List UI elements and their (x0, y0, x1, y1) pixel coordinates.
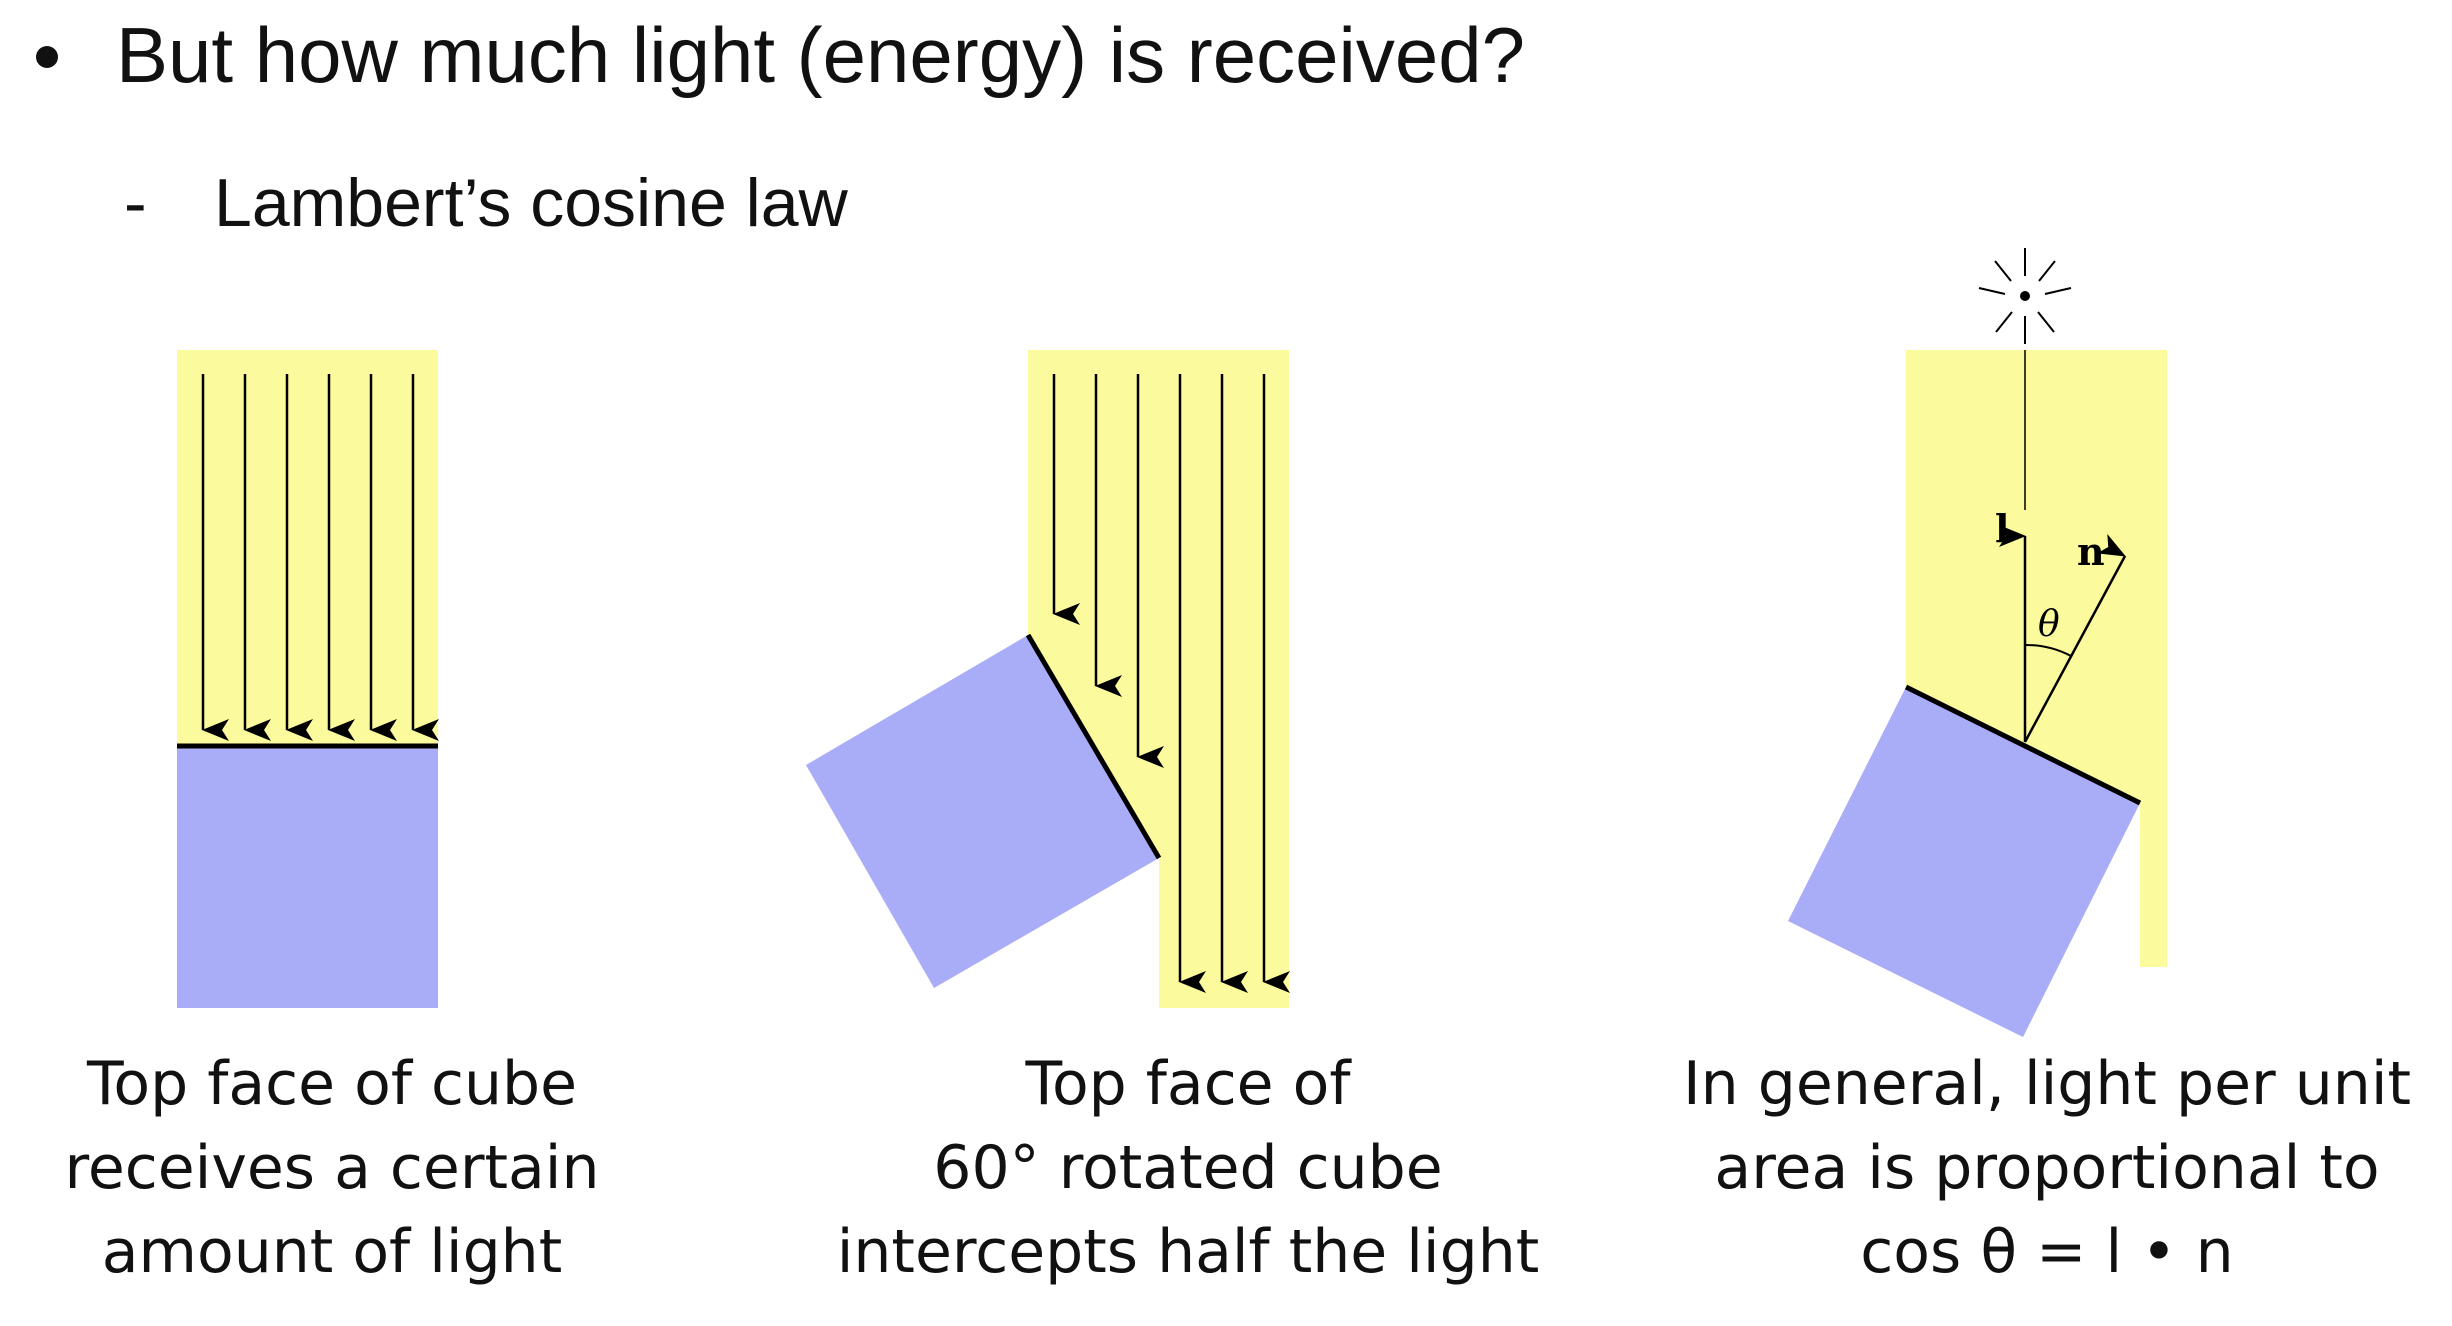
label-n: n (2077, 529, 2105, 574)
caption-line: Top face of cube (86, 1049, 578, 1119)
panel-3-light-region (1906, 350, 2167, 967)
angle-theta-arc (2024, 643, 2072, 657)
sub-bullet-text: Lambert’s cosine law (214, 165, 848, 241)
panel-2-diagram (806, 350, 1290, 1008)
panel-2-light-rays (1052, 374, 1290, 993)
panel-3-top-face (1904, 684, 2142, 806)
panel-1-light-region (177, 350, 438, 746)
label-l: l (1995, 506, 2009, 551)
caption-line: In general, light per unit (1682, 1049, 2412, 1119)
panel-3-tilted-cube (1788, 687, 2140, 1037)
caption-line: amount of light (101, 1217, 563, 1287)
light-source-icon (1978, 248, 2072, 344)
panel-2-rotated-cube (806, 635, 1159, 988)
caption-line: area is proportional to (1714, 1133, 2380, 1203)
light-source-center (2020, 291, 2030, 301)
normal-vector-n (2023, 533, 2127, 743)
sub-bullet-marker: - (124, 165, 147, 241)
light-source-ray (2037, 311, 2055, 333)
main-bullet: But how much light (energy) is received? (36, 0, 1525, 110)
caption-line: receives a certain (64, 1133, 600, 1203)
sub-bullet: - Lambert’s cosine law (124, 158, 848, 248)
panel-3-diagram: l n θ (1788, 248, 2167, 1037)
panel-1-cube (177, 746, 438, 1008)
caption-line: Top face of (1025, 1049, 1351, 1119)
caption-panel-1: Top face of cube receives a certain amou… (37, 1042, 627, 1294)
panel-1-diagram (177, 350, 439, 1008)
panel-1-light-rays (201, 374, 439, 741)
panel-2-top-face (1025, 633, 1162, 860)
main-bullet-text: But how much light (energy) is received? (116, 11, 1525, 99)
label-theta: θ (2038, 604, 2060, 645)
light-source-ray (1995, 311, 2013, 333)
panel-2-light-region (1028, 350, 1289, 1008)
bullet-dot-icon (36, 46, 58, 68)
light-source-ray (1994, 260, 2012, 282)
light-source-ray (2044, 287, 2072, 295)
caption-panel-2: Top face of 60° rotated cube intercepts … (783, 1042, 1593, 1294)
caption-panel-3: In general, light per unit area is propo… (1652, 1042, 2442, 1294)
caption-line: 60° rotated cube (933, 1133, 1443, 1203)
caption-line: cos θ = l • n (1860, 1217, 2234, 1287)
light-source-ray (1978, 287, 2006, 295)
light-source-ray (2038, 260, 2056, 282)
caption-line: intercepts half the light (836, 1217, 1540, 1287)
